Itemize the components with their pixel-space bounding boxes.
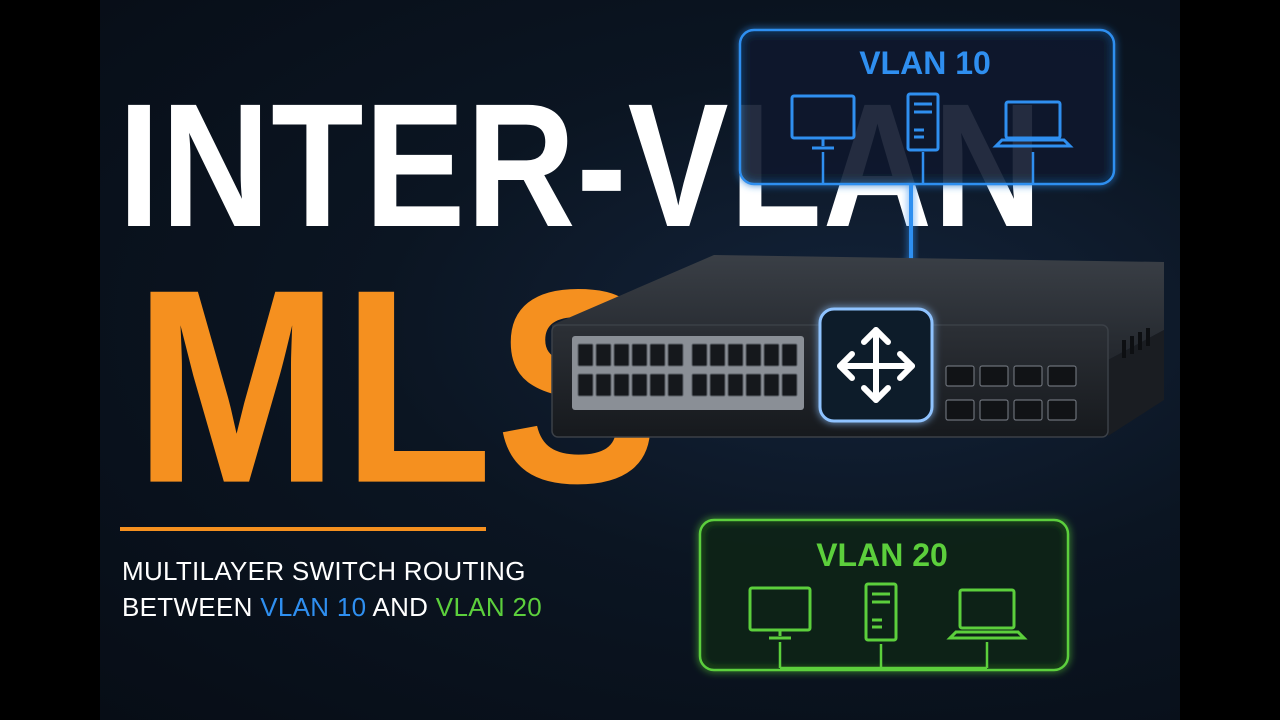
rj45-port [613,373,630,397]
subtitle-joiner: AND [366,592,436,622]
subtitle-vlan-a: VLAN 10 [260,592,367,622]
rj45-ports [577,343,798,397]
sfp-port [1013,365,1043,387]
vlan10-label: VLAN 10 [859,45,991,81]
subtitle-line1: MULTILAYER SWITCH ROUTING [122,556,526,586]
sfp-port [979,399,1009,421]
laptop-icon [946,588,1028,640]
sfp-port [979,365,1009,387]
vlan20-links [778,642,989,670]
rj45-port [649,343,666,367]
rj45-port [649,373,666,397]
thumbnail-canvas: INTER-VLAN MLS MULTILAYER SWITCH ROUTING… [100,0,1180,720]
sfp-port [1047,365,1077,387]
rj45-port [613,343,630,367]
rj45-port [691,373,708,397]
vent-slots [1122,328,1150,358]
network-diagram: VLAN 10 [551,28,1164,672]
router-icon-box [818,307,934,423]
rj45-port [631,343,648,367]
rj45-port [709,343,726,367]
monitor-icon [790,94,856,150]
rj45-port [595,373,612,397]
rj45-port [631,373,648,397]
vlan10-group: VLAN 10 [738,28,1116,186]
rj45-port [667,373,684,397]
vlan10-links [821,152,1035,184]
rj45-port [727,343,744,367]
vlan20-label: VLAN 20 [816,537,948,573]
subtitle-between: BETWEEN [122,592,261,622]
monitor-icon [748,586,812,640]
laptop-icon [992,100,1074,148]
rj45-port [781,373,798,397]
rj45-port [781,343,798,367]
server-icon [906,92,940,152]
sfp-port [945,365,975,387]
rj45-port [727,373,744,397]
sfp-port [945,399,975,421]
sfp-port [1047,399,1077,421]
rj45-port [691,343,708,367]
rj45-port [745,373,762,397]
rj45-port [763,343,780,367]
sfp-port [1013,399,1043,421]
rj45-port [745,343,762,367]
title-divider [120,527,486,531]
rj45-port [709,373,726,397]
rj45-port [595,343,612,367]
server-icon [864,582,898,642]
rj45-port [763,373,780,397]
sfp-ports [945,365,1077,421]
rj45-port [577,343,594,367]
rj45-port [577,373,594,397]
four-way-arrows-icon [837,327,915,403]
rj45-port [667,343,684,367]
subtitle-vlan-b: VLAN 20 [435,592,542,622]
vlan20-group: VLAN 20 [698,518,1070,672]
subtitle-line2: BETWEEN VLAN 10 AND VLAN 20 [122,592,542,623]
